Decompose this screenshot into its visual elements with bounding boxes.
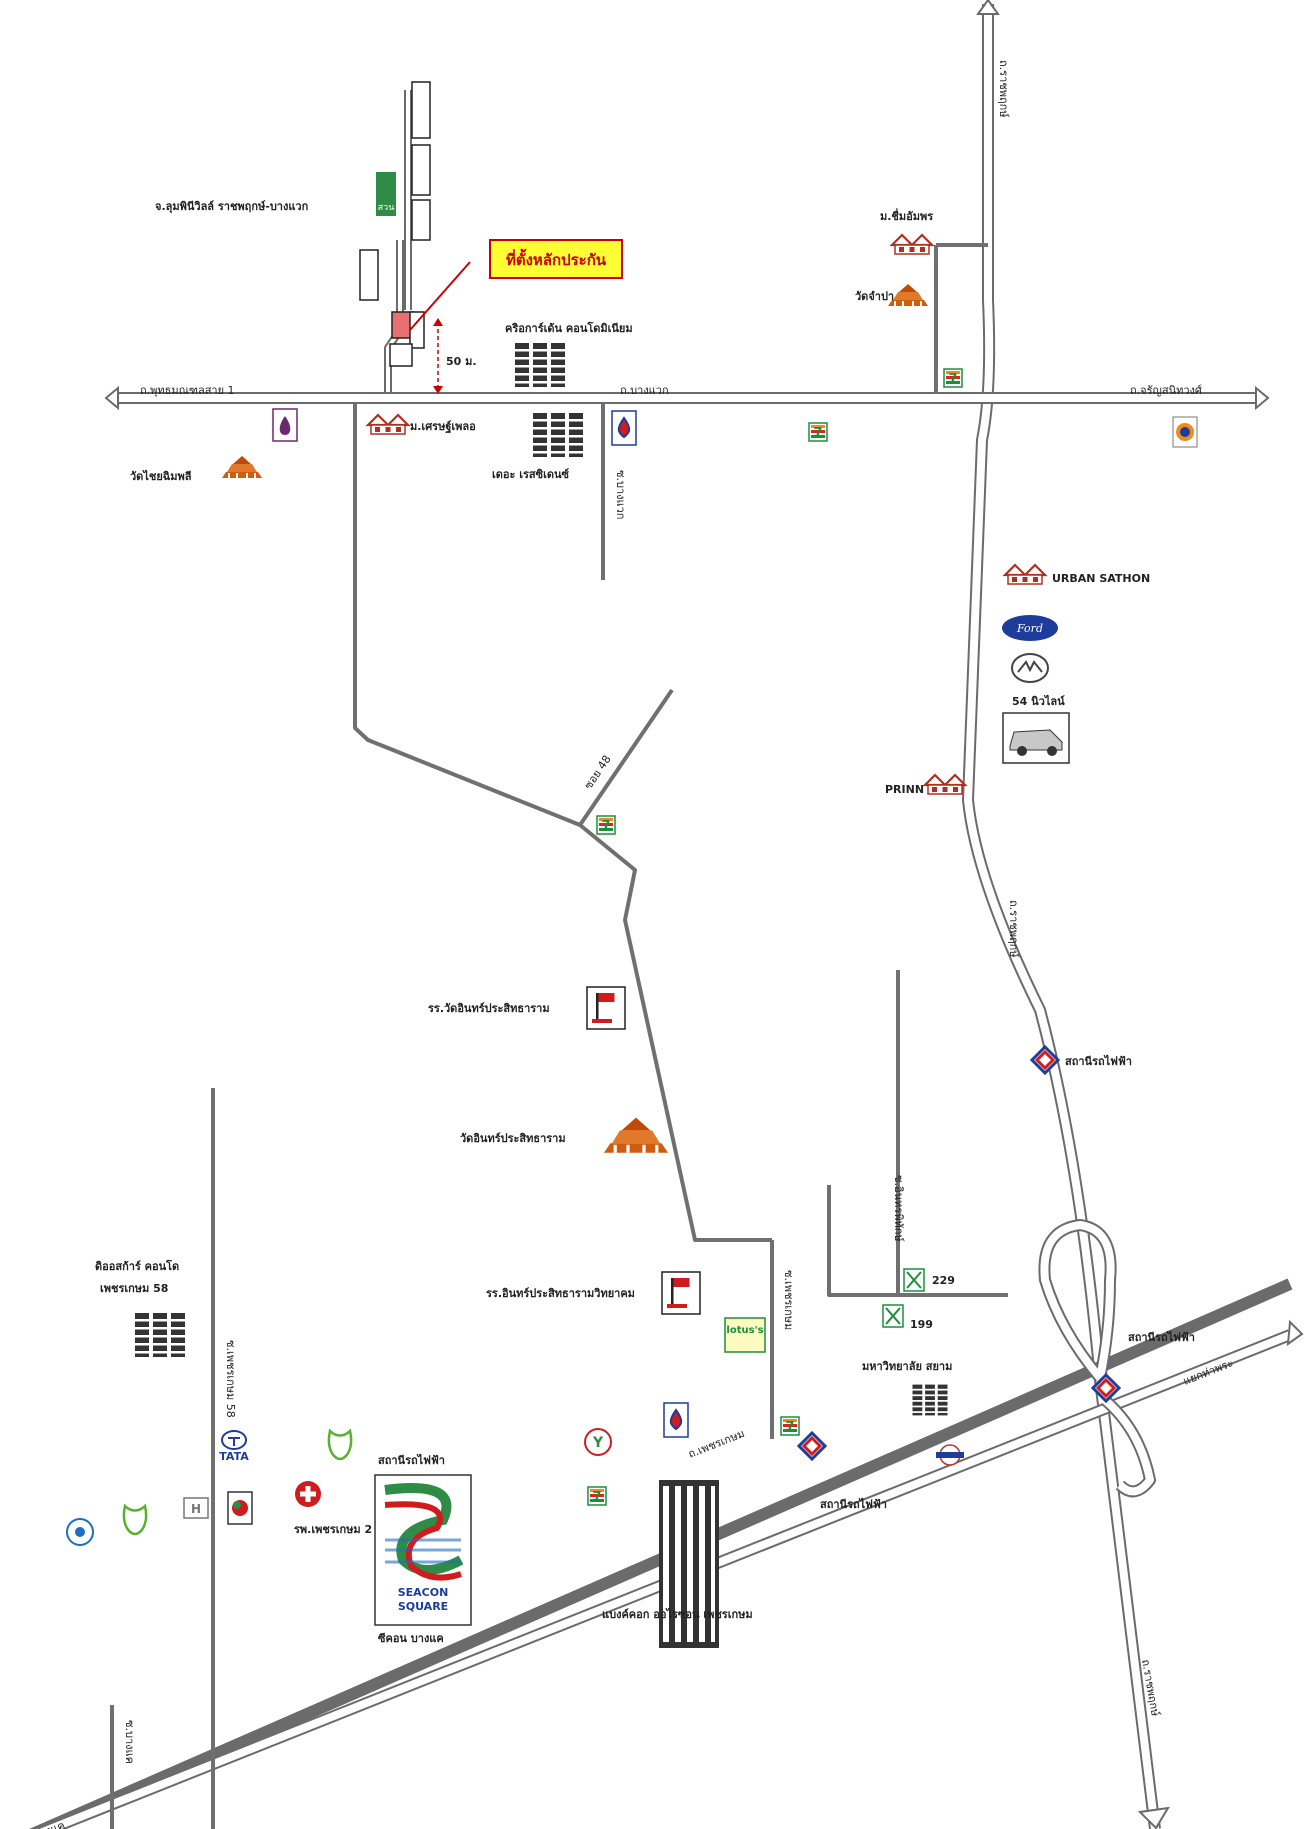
temple-sign-icon [272, 408, 298, 442]
bangchak-icon[interactable] [122, 1503, 148, 1536]
tata-label: TATA [219, 1450, 249, 1463]
shop-icon [227, 1491, 253, 1525]
label-m-chaimongkhon: ม.ชื่มอัมพร [880, 208, 933, 223]
house-icon [923, 773, 967, 796]
temple-icon [604, 1117, 668, 1153]
label-station-3: สถานีรถไฟฟ้า [820, 1497, 887, 1511]
nissan-icon [936, 1444, 964, 1466]
road-label-soi-phetkasem: ซ.เพชรเกษม [782, 1270, 795, 1330]
road-label-soi-bangwaek: ซ.บางแวก [614, 470, 627, 519]
ptt-station-icon[interactable] [611, 410, 637, 446]
road-label-ratchaphruek-mid: ถ.ราชพฤกษ์ [1007, 900, 1020, 958]
hospital-icon[interactable] [295, 1481, 321, 1507]
condo-icon [533, 413, 583, 457]
label-station-4: สถานีรถไฟฟ้า [378, 1453, 445, 1467]
road-label-soi-58: ซ.เพชรเกษม 58 [224, 1340, 237, 1418]
condo-icon [515, 343, 565, 387]
7-eleven-icon[interactable] [808, 422, 828, 442]
site-block: สวน [359, 81, 471, 394]
road-label-bangkhae: บางแค [31, 1819, 66, 1829]
car-dealer-icon [1002, 712, 1070, 764]
lotus-label: lotus's [726, 1325, 763, 1336]
svg-text:Ford: Ford [1016, 622, 1043, 635]
ptt-station-icon[interactable] [663, 1402, 689, 1438]
svg-text:สวน: สวน [378, 203, 395, 213]
big-c-icon[interactable] [903, 1268, 925, 1292]
house-icon [1003, 563, 1047, 586]
label-bangkok-tower: แบงค์คอก ออไรซอน เพชรเกษม [602, 1607, 753, 1621]
label-prinn: PRINN [885, 783, 924, 796]
label-seacon: ซีคอน บางแค [378, 1632, 444, 1645]
label-station-1: สถานีรถไฟฟ้า [1065, 1054, 1132, 1068]
seacon-square-logo[interactable]: SEACON SQUARE [374, 1474, 472, 1626]
label-nearby-village: จ.ลุมพินีวิลล์ ราชพฤกษ์-บางแวก [155, 200, 309, 214]
road-label-bangwaek: ถ.บางแวก [620, 384, 669, 397]
gas-station-icon[interactable]: Y [584, 1428, 612, 1456]
bangkok-tower-icon [659, 1480, 719, 1648]
svg-text:H: H [191, 1502, 201, 1516]
label-apartment: เดอะ เรสซิเดนซ์ [492, 468, 570, 481]
label-m-setthasiri: ม.เศรษฐ์เพลอ [410, 420, 476, 434]
seacon-logo-line1: SEACON [398, 1586, 449, 1599]
school-icon [586, 986, 626, 1030]
7-eleven-icon[interactable] [587, 1486, 607, 1506]
house-icon [366, 413, 410, 436]
bts-station-icon[interactable] [797, 1431, 827, 1461]
mazda-icon [1011, 653, 1049, 683]
road-label-soi-bangkhae: ซ.บางแค [123, 1720, 136, 1764]
label-condo-58-b: เพชรเกษม 58 [100, 1282, 168, 1295]
label-199: 199 [910, 1318, 933, 1331]
7-eleven-icon[interactable] [596, 815, 616, 835]
7-eleven-icon[interactable] [943, 368, 963, 388]
lotus-icon[interactable]: lotus's [724, 1317, 766, 1353]
seacon-logo-line2: SQUARE [398, 1600, 448, 1613]
road-label-thapra: แยกท่าพระ [1181, 1356, 1235, 1387]
label-urban-sathon: URBAN SATHON [1052, 572, 1150, 585]
label-wat-champa: วัดจำปา [855, 290, 894, 303]
label-chrigarden: คริอการ์เด้น คอนโดมิเนียม [505, 321, 633, 335]
condo-icon [135, 1313, 185, 1357]
distance-label: 50 ม. [446, 355, 477, 368]
main-location-box[interactable] [489, 239, 623, 279]
label-wat-chai: วัดไชยฉิมพลี [130, 469, 192, 483]
bangchak-icon[interactable] [327, 1428, 353, 1461]
label-wat-intra: วัดอินทร์ประสิทธาราม [460, 1132, 566, 1145]
road-label-phutthamonthon: ถ.พุทธมณฑลสาย 1 [140, 384, 235, 397]
roads-layer [29, 0, 1304, 1829]
label-hospital: รพ.เพชรเกษม 2 [294, 1523, 372, 1536]
label-school-wittayakhom: รร.อินทร์ประสิทธารามวิทยาคม [486, 1287, 635, 1300]
gas-station-icon[interactable] [1172, 416, 1198, 448]
label-station-2: สถานีรถไฟฟ้า [1128, 1330, 1195, 1344]
label-car-54: 54 นิวไลน์ [1012, 694, 1065, 708]
honda-icon: H [183, 1497, 209, 1519]
label-229: 229 [932, 1274, 955, 1287]
7-eleven-icon[interactable] [780, 1416, 800, 1436]
label-school-wat-intra: รร.วัดอินทร์ประสิทธาราม [428, 1002, 550, 1015]
road-label-phetkasem: ถ.เพชรเกษม [686, 1427, 746, 1461]
main-location-label: ที่ตั้งหลักประกัน [506, 248, 607, 269]
tata-icon: TATA [219, 1430, 249, 1463]
government-icon [66, 1518, 94, 1546]
temple-icon [222, 456, 262, 478]
label-condo-58: ดิออสก้าร์ คอนโด [95, 1259, 179, 1273]
ford-icon: Ford [1002, 615, 1058, 641]
condo-icon [912, 1384, 948, 1416]
svg-text:Y: Y [592, 1435, 604, 1451]
big-c-icon[interactable] [882, 1304, 904, 1328]
school-icon [661, 1271, 701, 1315]
label-siam-university: มหาวิทยาลัย สยาม [862, 1360, 952, 1373]
house-icon [890, 233, 934, 256]
road-label-charansanitwong: ถ.จรัญสนิทวงศ์ [1130, 384, 1202, 397]
road-label-ratchaphruek: ถ.ราชพฤกษ์ [997, 60, 1010, 118]
road-label-soi-intraphithak: ซ.อินทรพิทักษ์ [892, 1175, 905, 1242]
